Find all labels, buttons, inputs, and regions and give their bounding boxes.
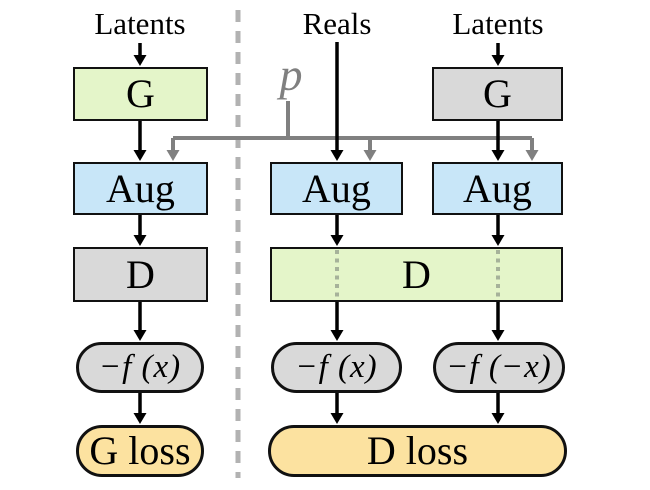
generator-box-left: G	[73, 67, 208, 121]
augment-label-middle: Aug	[302, 165, 371, 211]
generator-label-left: G	[126, 71, 155, 116]
discriminator-label-left: D	[126, 251, 155, 297]
augment-label-right: Aug	[463, 165, 532, 211]
augment-box-middle: Aug	[270, 162, 403, 215]
score-label-middle: −f (x)	[295, 349, 378, 385]
score-label-right: −f (−x)	[446, 349, 552, 385]
score-pill-right: −f (−x)	[433, 342, 565, 393]
augment-box-left: Aug	[73, 162, 208, 215]
g-loss-label: G loss	[89, 428, 191, 473]
augment-box-right: Aug	[432, 162, 563, 215]
latents-label-right: Latents	[452, 6, 544, 41]
latents-label-left: Latents	[94, 6, 186, 41]
score-label-left: −f (x)	[98, 349, 182, 385]
generator-box-right: G	[432, 67, 563, 121]
augmentation-probability-label: p	[279, 49, 303, 100]
discriminator-box-shared: D	[270, 247, 563, 302]
score-pill-left: −f (x)	[76, 342, 204, 393]
g-loss-pill: G loss	[76, 425, 204, 477]
discriminator-label-shared: D	[402, 251, 431, 297]
augment-label-left: Aug	[106, 165, 175, 211]
reals-label: Reals	[302, 6, 372, 41]
discriminator-box-left: D	[73, 247, 208, 302]
generator-label-right: G	[483, 71, 512, 116]
score-pill-middle: −f (x)	[271, 342, 402, 393]
d-loss-pill: D loss	[268, 425, 567, 477]
d-loss-label: D loss	[366, 428, 469, 473]
